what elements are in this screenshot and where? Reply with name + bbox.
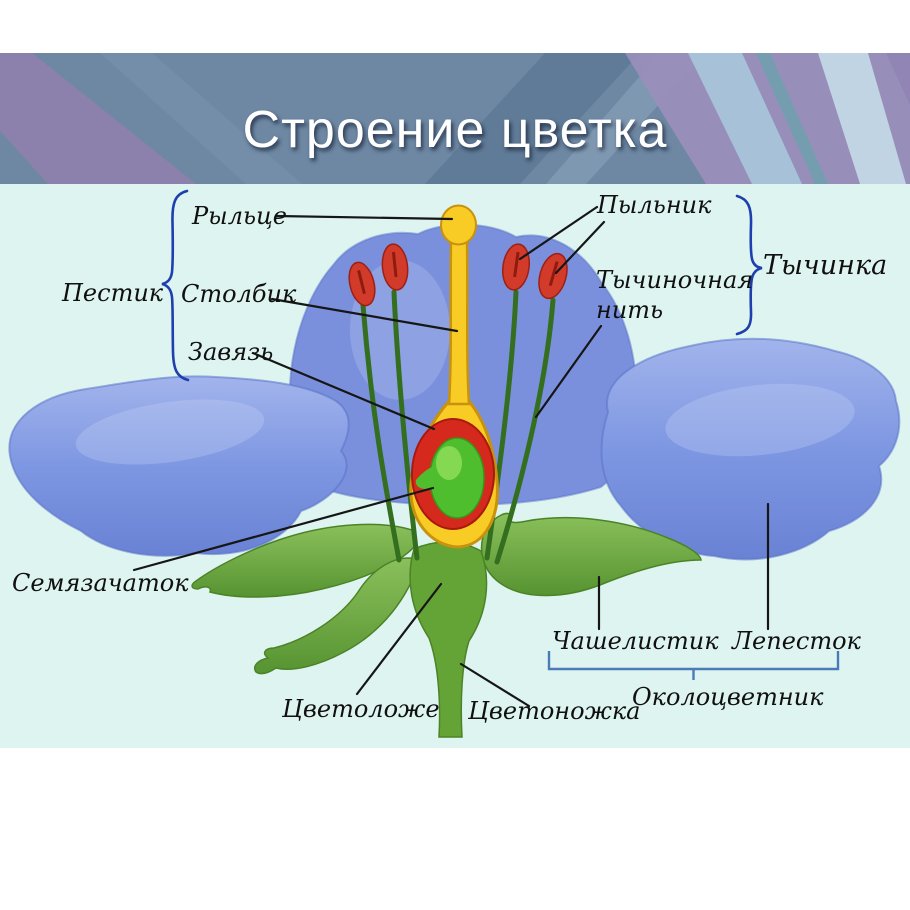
label-pedicel: Цветоножка — [468, 697, 641, 725]
label-stigma: Рыльце — [192, 202, 287, 230]
label-petal: Лепесток — [732, 627, 861, 655]
label-style: Столбик — [181, 280, 297, 308]
banner-stripes-graphic — [0, 53, 910, 184]
label-filament: Тычиночная нить — [596, 266, 754, 324]
label-perianth-group: Околоцветник — [632, 683, 824, 711]
label-ovule: Семязачаток — [12, 569, 189, 597]
label-receptacle: Цветоложе — [282, 695, 440, 723]
label-stamen-group: Тычинка — [763, 250, 888, 281]
title-banner — [0, 53, 910, 184]
label-pistil-group: Пестик — [62, 279, 164, 307]
label-ovary: Завязь — [188, 338, 274, 366]
label-sepal: Чашелистик — [552, 627, 719, 655]
label-anther: Пыльник — [597, 191, 712, 219]
page-title: Строение цветка — [242, 101, 668, 159]
